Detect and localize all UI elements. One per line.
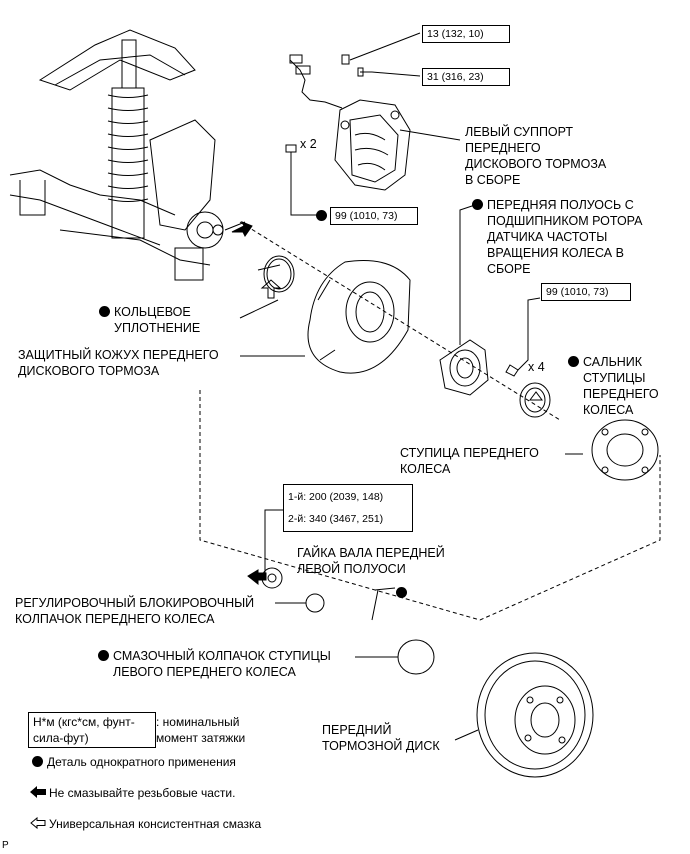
grease-cap-label: СМАЗОЧНЫЙ КОЛПАЧОК СТУПИЦЫ ЛЕВОГО ПЕРЕДН… bbox=[98, 648, 331, 680]
one-time-use-dot bbox=[99, 306, 110, 317]
one-time-use-dot bbox=[32, 756, 43, 767]
suspension-assembly bbox=[9, 29, 246, 281]
black-arrow-icon bbox=[30, 786, 46, 798]
legend-grease: Универсальная консистентная смазка bbox=[30, 816, 261, 831]
o-ring-label: КОЛЬЦЕВОЕ УПЛОТНЕНИЕ bbox=[99, 304, 200, 336]
one-time-use-dot bbox=[472, 199, 483, 210]
x4-label: x 4 bbox=[528, 360, 545, 374]
legend-no-lube: Не смазывайте резьбовые части. bbox=[30, 786, 235, 800]
torque-box-2: 31 (316, 23) bbox=[422, 68, 510, 86]
torque-box-4: 99 (1010, 73) bbox=[541, 283, 631, 301]
cotter-pin-dot bbox=[396, 584, 411, 602]
o-ring bbox=[263, 255, 295, 293]
dust-shield bbox=[307, 259, 411, 374]
hub bbox=[591, 419, 659, 481]
footer-code: P bbox=[2, 840, 9, 851]
torque-box-3-wrap bbox=[316, 207, 331, 225]
legend-unit-box: Н*м (кгс*см, фунт-сила-фут) bbox=[28, 712, 156, 748]
brake-disc bbox=[476, 652, 594, 778]
x2-label: x 2 bbox=[300, 137, 317, 151]
hub-seal-label: САЛЬНИК СТУПИЦЫ ПЕРЕДНЕГО КОЛЕСА bbox=[568, 354, 659, 418]
nut-torque-box: 1-й: 200 (2039, 148) 2-й: 340 (3467, 251… bbox=[283, 484, 413, 532]
legend-one-time: Деталь однократного применения bbox=[32, 755, 236, 769]
one-time-use-dot bbox=[98, 650, 109, 661]
outline-arrow-icon bbox=[30, 816, 46, 830]
one-time-use-dot bbox=[316, 210, 327, 221]
axle-label: ПЕРЕДНЯЯ ПОЛУОСЬ С ПОДШИПНИКОМ РОТОРА ДА… bbox=[472, 197, 643, 277]
torque-box-1: 13 (132, 10) bbox=[422, 25, 510, 43]
one-time-use-dot bbox=[568, 356, 579, 367]
axle-bearing bbox=[439, 339, 489, 396]
torque-box-3: 99 (1010, 73) bbox=[330, 207, 418, 225]
caliper bbox=[334, 99, 411, 191]
